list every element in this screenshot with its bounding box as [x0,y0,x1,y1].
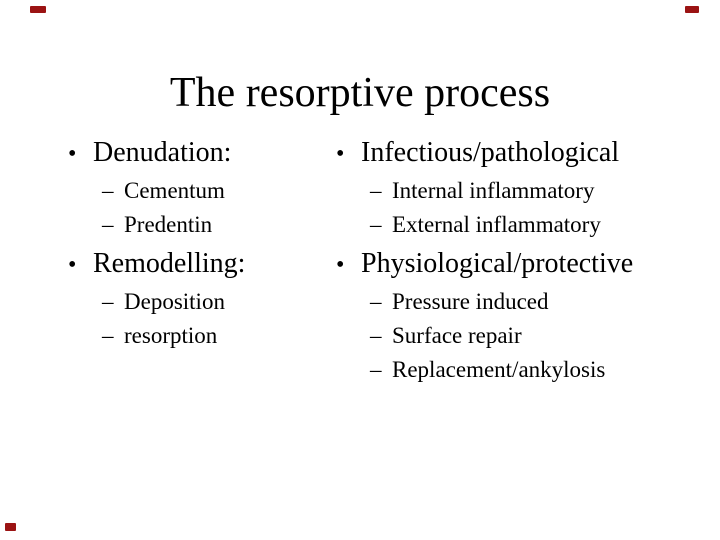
bullet-group-physiological: • Physiological/protective – Pressure in… [336,244,716,387]
bullet-item-label: Denudation: [93,137,232,168]
sub-bullet-item: – Pressure induced [336,285,716,319]
bullet-column-right: • Infectious/pathological – Internal inf… [336,133,716,387]
sub-bullet-label: Internal inflammatory [392,178,595,203]
bullet-icon: • [68,252,77,278]
bullet-item-label: Remodelling: [93,248,246,279]
sub-bullet-label: Replacement/ankylosis [392,357,606,382]
sub-bullet-item: – Surface repair [336,319,716,353]
dash-icon: – [370,357,382,382]
bullet-item: • Denudation: [68,133,336,174]
corner-mark-bottom-left [5,523,16,531]
bullet-item-label: Infectious/pathological [361,137,620,168]
sub-bullet-label: Deposition [124,289,225,314]
sub-bullet-item: – External inflammatory [336,208,716,242]
sub-bullet-label: External inflammatory [392,212,601,237]
sub-bullet-label: resorption [124,323,218,348]
sub-bullet-item: – Internal inflammatory [336,174,716,208]
dash-icon: – [370,212,382,237]
bullet-icon: • [68,141,77,167]
dash-icon: – [102,323,114,348]
corner-mark-top-left [30,6,46,13]
sub-bullet-label: Pressure induced [392,289,549,314]
sub-bullet-label: Surface repair [392,323,522,348]
sub-bullet-item: – Cementum [68,174,336,208]
bullet-item: • Physiological/protective [336,244,716,285]
bullet-group-denudation: • Denudation: – Cementum – Predentin [68,133,336,242]
dash-icon: – [102,289,114,314]
bullet-item-label: Physiological/protective [361,248,634,279]
dash-icon: – [102,212,114,237]
sub-bullet-item: – Replacement/ankylosis [336,353,716,387]
dash-icon: – [370,323,382,348]
bullet-icon: • [336,252,345,278]
bullet-item: • Infectious/pathological [336,133,716,174]
bullet-item: • Remodelling: [68,244,336,285]
sub-bullet-label: Predentin [124,212,213,237]
slide-title: The resorptive process [169,70,551,116]
sub-bullet-label: Cementum [124,178,225,203]
corner-mark-top-right [685,6,699,13]
sub-bullet-item: – Predentin [68,208,336,242]
bullet-icon: • [336,141,345,167]
dash-icon: – [102,178,114,203]
dash-icon: – [370,289,382,314]
dash-icon: – [370,178,382,203]
bullet-column-left: • Denudation: – Cementum – Predentin • R… [68,133,336,353]
bullet-group-infectious: • Infectious/pathological – Internal inf… [336,133,716,242]
sub-bullet-item: – Deposition [68,285,336,319]
bullet-group-remodelling: • Remodelling: – Deposition – resorption [68,244,336,353]
sub-bullet-item: – resorption [68,319,336,353]
